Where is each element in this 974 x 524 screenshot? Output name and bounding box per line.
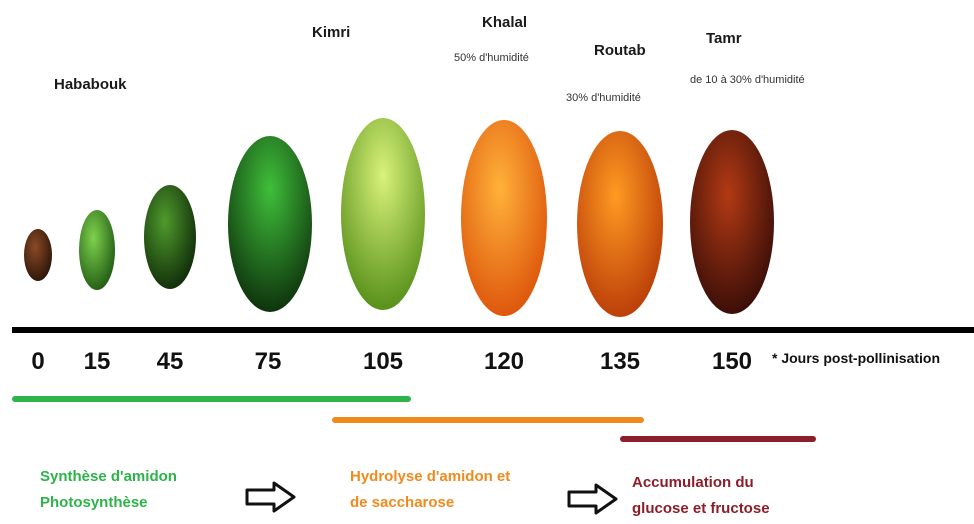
tick-label: 15: [84, 348, 111, 376]
right-arrow-icon: [244, 480, 298, 514]
tick-label: 150: [712, 348, 752, 376]
phase-bar-hydrolysis: [332, 417, 644, 423]
tick-label: 75: [255, 348, 282, 376]
tick-label: 135: [600, 348, 640, 376]
timeline-axis: [12, 327, 974, 333]
phase-text-hydrolysis: Hydrolyse d'amidon et de saccharose: [350, 464, 510, 516]
dark-red-date-icon: [690, 130, 774, 314]
axis-unit-label: * Jours post-pollinisation: [772, 350, 940, 366]
phase-line1: Accumulation du: [632, 470, 770, 496]
brown-small-date-icon: [24, 229, 52, 281]
tick-label: 0: [31, 348, 44, 376]
orange-date-icon: [577, 131, 663, 317]
light-green-date-icon: [341, 118, 425, 310]
dark-green-date-icon: [144, 185, 196, 289]
phase-line2: Photosynthèse: [40, 490, 177, 516]
right-arrow-icon: [566, 482, 620, 516]
phase-bar-accumulation: [620, 436, 816, 442]
phase-text-accumulation: Accumulation du glucose et fructose: [632, 470, 770, 522]
tick-label: 120: [484, 348, 524, 376]
phase-line1: Hydrolyse d'amidon et: [350, 464, 510, 490]
orange-date-icon: [461, 120, 547, 316]
green-date-icon: [228, 136, 312, 312]
green-small-date-icon: [79, 210, 115, 290]
phase-text-synthesis: Synthèse d'amidon Photosynthèse: [40, 464, 177, 516]
fruit-illustrations: [0, 0, 974, 330]
phase-line1: Synthèse d'amidon: [40, 464, 177, 490]
tick-label: 45: [157, 348, 184, 376]
phase-line2: glucose et fructose: [632, 496, 770, 522]
tick-label: 105: [363, 348, 403, 376]
phase-line2: de saccharose: [350, 490, 510, 516]
phase-bar-synthesis: [12, 396, 411, 402]
